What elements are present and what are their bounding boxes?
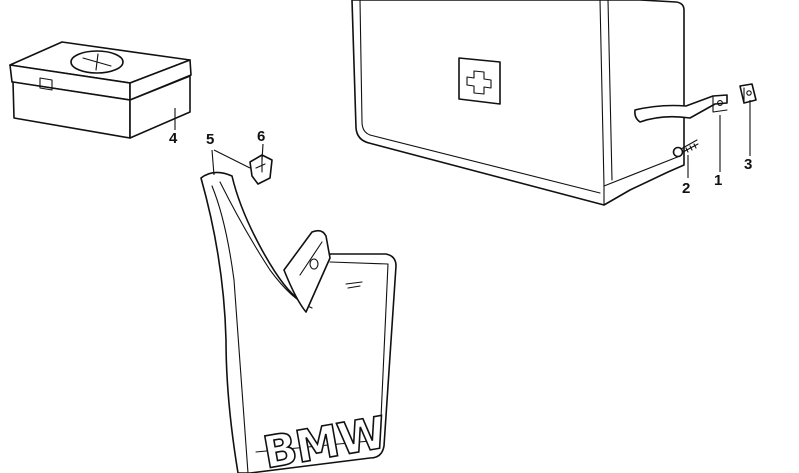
mudflap-clip	[249, 154, 273, 185]
callout-3: 3	[744, 156, 752, 173]
callout-4: 4	[169, 130, 178, 147]
screw	[672, 139, 699, 158]
callout-1: 1	[714, 172, 722, 189]
callout-labels: 1 2 3 4 5 6	[169, 128, 752, 197]
callout-2: 2	[682, 180, 690, 197]
small-first-aid-kit	[9, 41, 192, 139]
callout-6: 6	[257, 128, 265, 145]
mounting-strap	[634, 94, 728, 123]
callout-5: 5	[206, 131, 214, 148]
leader-lines	[174, 100, 751, 178]
mud-flap: BMW	[200, 171, 397, 473]
clip-nut	[739, 83, 757, 104]
first-aid-box	[351, 0, 685, 206]
